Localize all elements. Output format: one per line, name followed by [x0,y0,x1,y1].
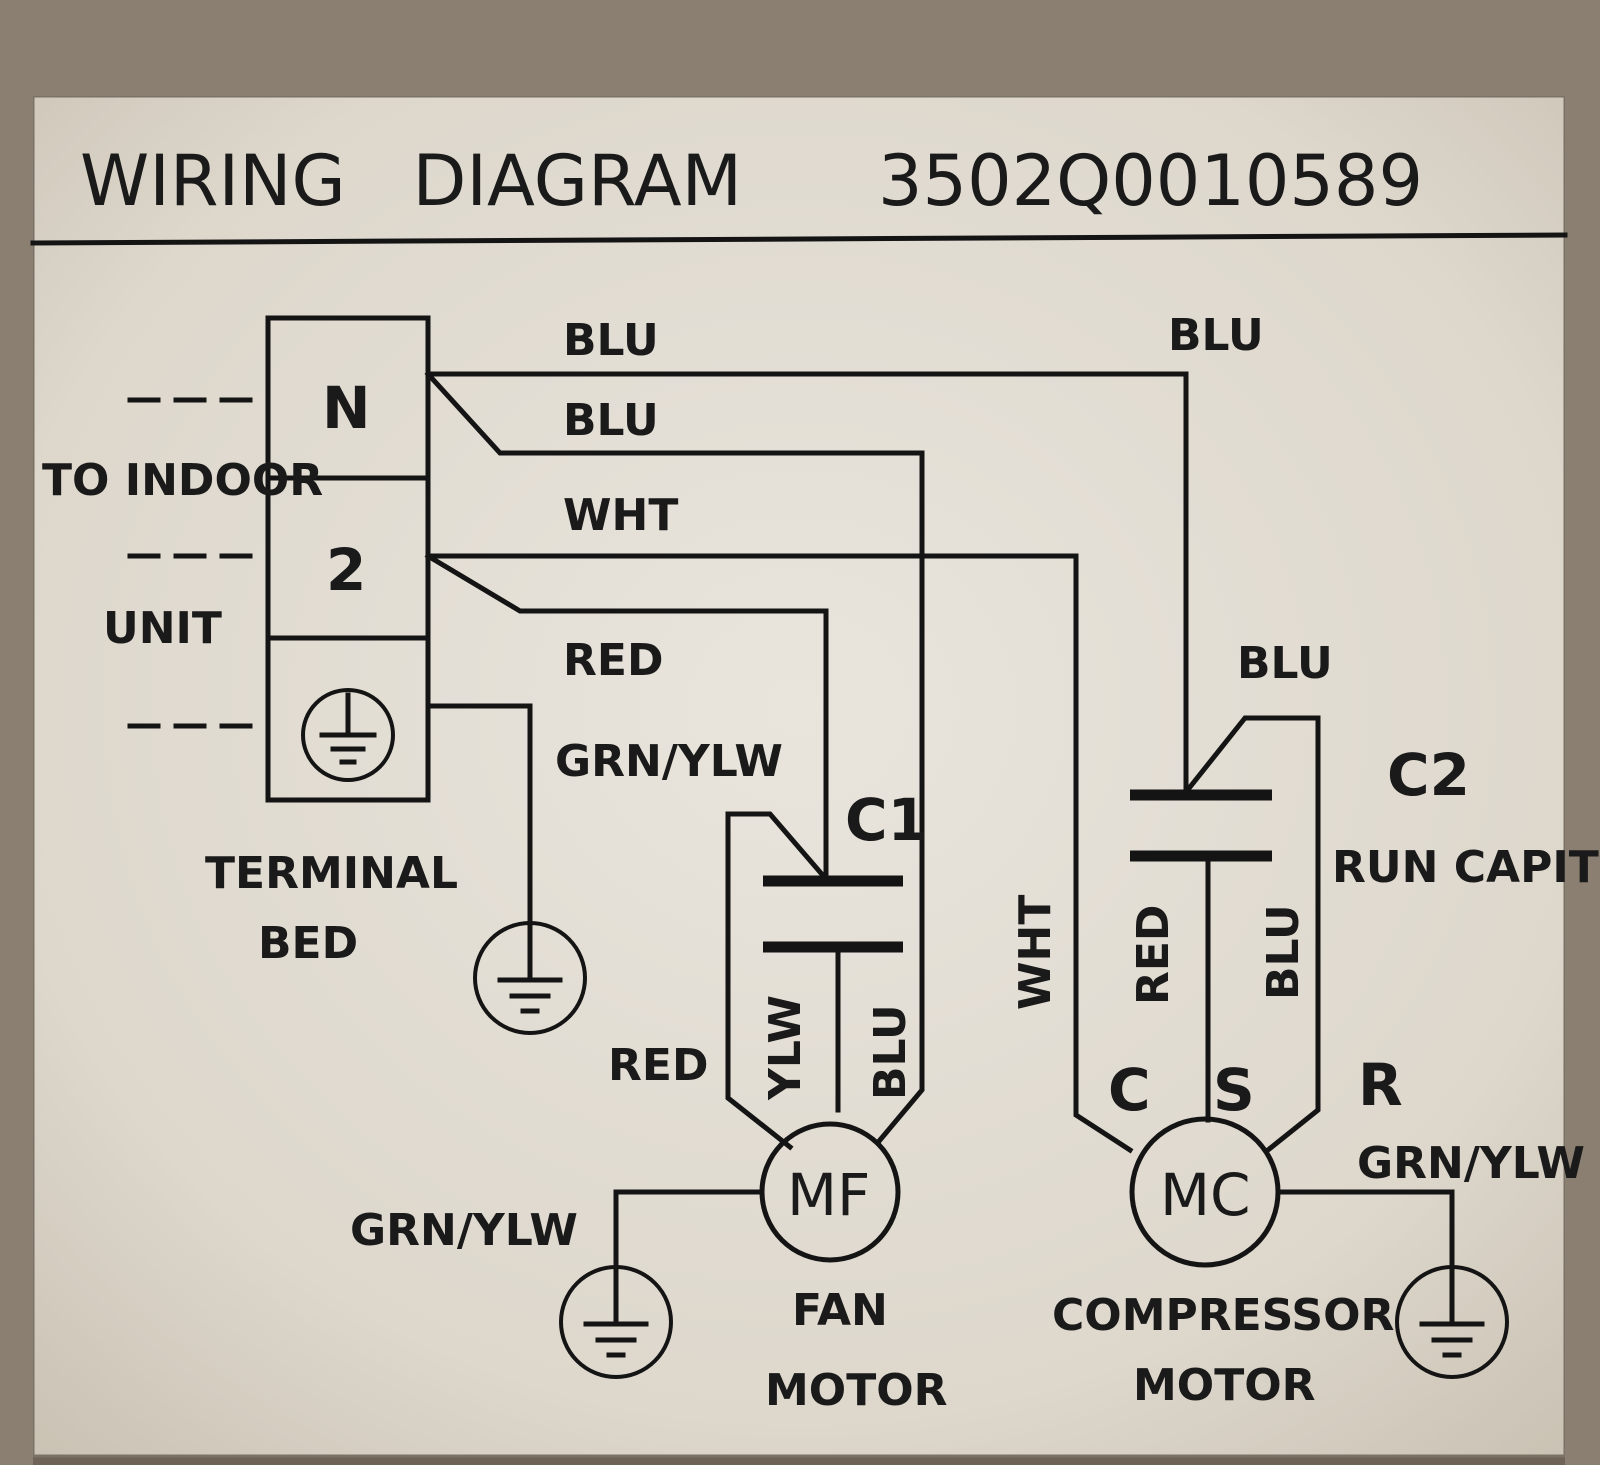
c2-description: RUN CAPITOR [1332,842,1600,893]
fan-motor-symbol: MF [787,1161,870,1229]
compressor-pin-r: R [1358,1051,1403,1119]
header-divider [30,232,1568,246]
wire-label-grn-ylw-comp: GRN/YLW [1357,1138,1585,1189]
wire-label-blu-fan: BLU [865,1004,916,1100]
terminal-n-label: N [322,374,371,442]
wire-red-2-to-c1 [424,552,829,882]
compressor-pin-c: C [1108,1056,1151,1124]
terminal-bed-label-line2: BED [258,918,358,969]
terminal-bed: N 2 [265,315,431,803]
terminal-ground-icon [301,688,395,782]
compressor-motor: MC [1129,1116,1281,1268]
wire-label-red: RED [563,635,663,686]
compressor-pin-s: S [1213,1056,1255,1124]
fan-motor-label-line1: FAN [792,1285,888,1336]
compressor-label-line2: MOTOR [1133,1360,1316,1411]
terminal-2-label: 2 [326,536,366,604]
wire-label-blu-mid: BLU [563,395,659,446]
wire-blu-n-to-fan [424,370,925,1144]
wire-label-grn-ylw-fan: GRN/YLW [350,1205,578,1256]
wire-label-wht-vertical: WHT [1010,895,1061,1010]
wire-label-red-vertical: RED [1128,905,1179,1005]
terminal-bed-label-line1: TERMINAL [205,848,458,899]
wire-grn-ylw-compressor-ground [1275,1189,1455,1271]
compressor-motor-symbol: MC [1160,1161,1251,1229]
capacitor-c1 [725,811,903,1151]
wire-blu-n-to-c2 [425,371,1189,795]
c1-label: C1 [845,786,928,854]
wire-label-blu-c2-side: BLU [1237,638,1333,689]
wire-label-ylw-fan: YLW [760,995,811,1101]
c2-label: C2 [1387,741,1470,809]
wire-label-blu-c2-top: BLU [1168,310,1264,361]
compressor-label-line1: COMPRESSOR [1052,1290,1394,1341]
unit-label: UNIT [103,603,222,654]
wire-grn-ylw-fan-ground [613,1189,765,1271]
label-background [31,94,1567,1458]
wire-label-blu-vertical: BLU [1258,904,1309,1000]
capacitor-c2 [1130,715,1321,1154]
diagram-title: WIRING DIAGRAM [80,140,742,222]
to-indoor-label: TO INDOOR [42,455,323,506]
wire-label-grn-ylw: GRN/YLW [555,736,783,787]
wire-label-blu-top: BLU [563,315,659,366]
part-number: 3502Q0010589 [878,140,1423,222]
wire-grn-ylw-terminal-ground [425,703,533,928]
wire-wht-2-to-compressor-c [425,553,1134,1154]
wire-label-wht: WHT [563,490,678,541]
wire-label-red-fan: RED [608,1040,708,1091]
fan-motor-label-line2: MOTOR [765,1365,948,1416]
